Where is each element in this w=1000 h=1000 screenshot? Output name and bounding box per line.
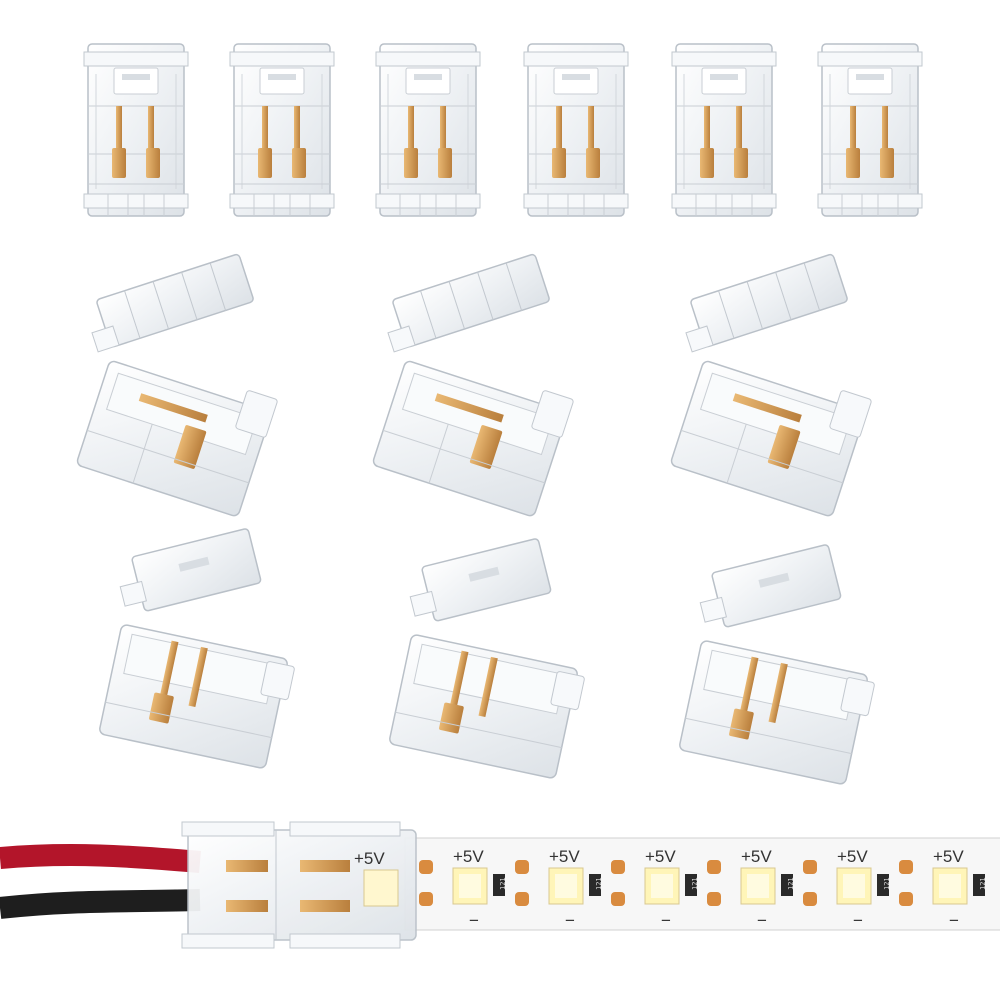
solder-pad: [419, 860, 433, 874]
open-connector: [97, 527, 297, 772]
straight-connector: [375, 43, 481, 217]
solder-pad: [899, 892, 913, 906]
resistor: [877, 874, 889, 896]
solder-pad: [611, 892, 625, 906]
minus-label: −: [565, 911, 575, 930]
straight-connector: [229, 43, 335, 217]
black-wire: [0, 889, 201, 919]
straight-connector: [83, 43, 189, 217]
led-emitter: [459, 874, 481, 898]
resistor-label: 121: [787, 877, 795, 890]
strip-voltage-label: +5V: [645, 847, 676, 866]
resistor-label: 121: [499, 877, 507, 890]
minus-label: −: [661, 911, 671, 930]
solder-pad: [707, 860, 721, 874]
open-connector-row-1: [75, 252, 873, 519]
led-emitter: [555, 874, 577, 898]
resistor: [493, 874, 505, 896]
resistor: [781, 874, 793, 896]
resistor-label: 121: [691, 877, 699, 890]
solder-pad: [707, 892, 721, 906]
solder-pad: [803, 892, 817, 906]
led-emitter: [843, 874, 865, 898]
resistor-label: 121: [883, 877, 891, 890]
straight-connector-row: [83, 43, 923, 217]
strip-voltage-label: +5V: [453, 847, 484, 866]
connector-voltage-label: +5V: [354, 849, 385, 868]
open-connector: [669, 252, 873, 519]
open-connector: [75, 252, 279, 519]
led-emitter: [939, 874, 961, 898]
open-connector: [677, 543, 877, 788]
minus-label: −: [853, 911, 863, 930]
open-connector-row-2: [97, 527, 877, 788]
straight-connector: [671, 43, 777, 217]
resistor-label: 121: [595, 877, 603, 890]
led-emitter: [651, 874, 673, 898]
resistor-label: 121: [979, 877, 987, 890]
strip-voltage-label: +5V: [837, 847, 868, 866]
led-emitter: [747, 874, 769, 898]
solder-pad: [515, 860, 529, 874]
straight-connector: [817, 43, 923, 217]
resistor: [973, 874, 985, 896]
red-wire: [0, 844, 201, 873]
strip-voltage-label: +5V: [741, 847, 772, 866]
led-strip-assembly: +5V 121 − +5V 121 − +5V 121 − +5V 121 − +5V 121 − +5V 12…: [0, 821, 1000, 949]
strip-voltage-label: +5V: [933, 847, 964, 866]
resistor: [685, 874, 697, 896]
minus-label: −: [757, 911, 767, 930]
open-connector: [387, 537, 587, 782]
strip-connector: +5V: [181, 821, 417, 949]
minus-label: −: [469, 911, 479, 930]
open-connector: [371, 252, 575, 519]
resistor: [589, 874, 601, 896]
solder-pad: [611, 860, 625, 874]
straight-connector: [523, 43, 629, 217]
minus-label: −: [949, 911, 959, 930]
solder-pad: [803, 860, 817, 874]
solder-pad: [515, 892, 529, 906]
solder-pad: [899, 860, 913, 874]
strip-voltage-label: +5V: [549, 847, 580, 866]
solder-pad: [419, 892, 433, 906]
